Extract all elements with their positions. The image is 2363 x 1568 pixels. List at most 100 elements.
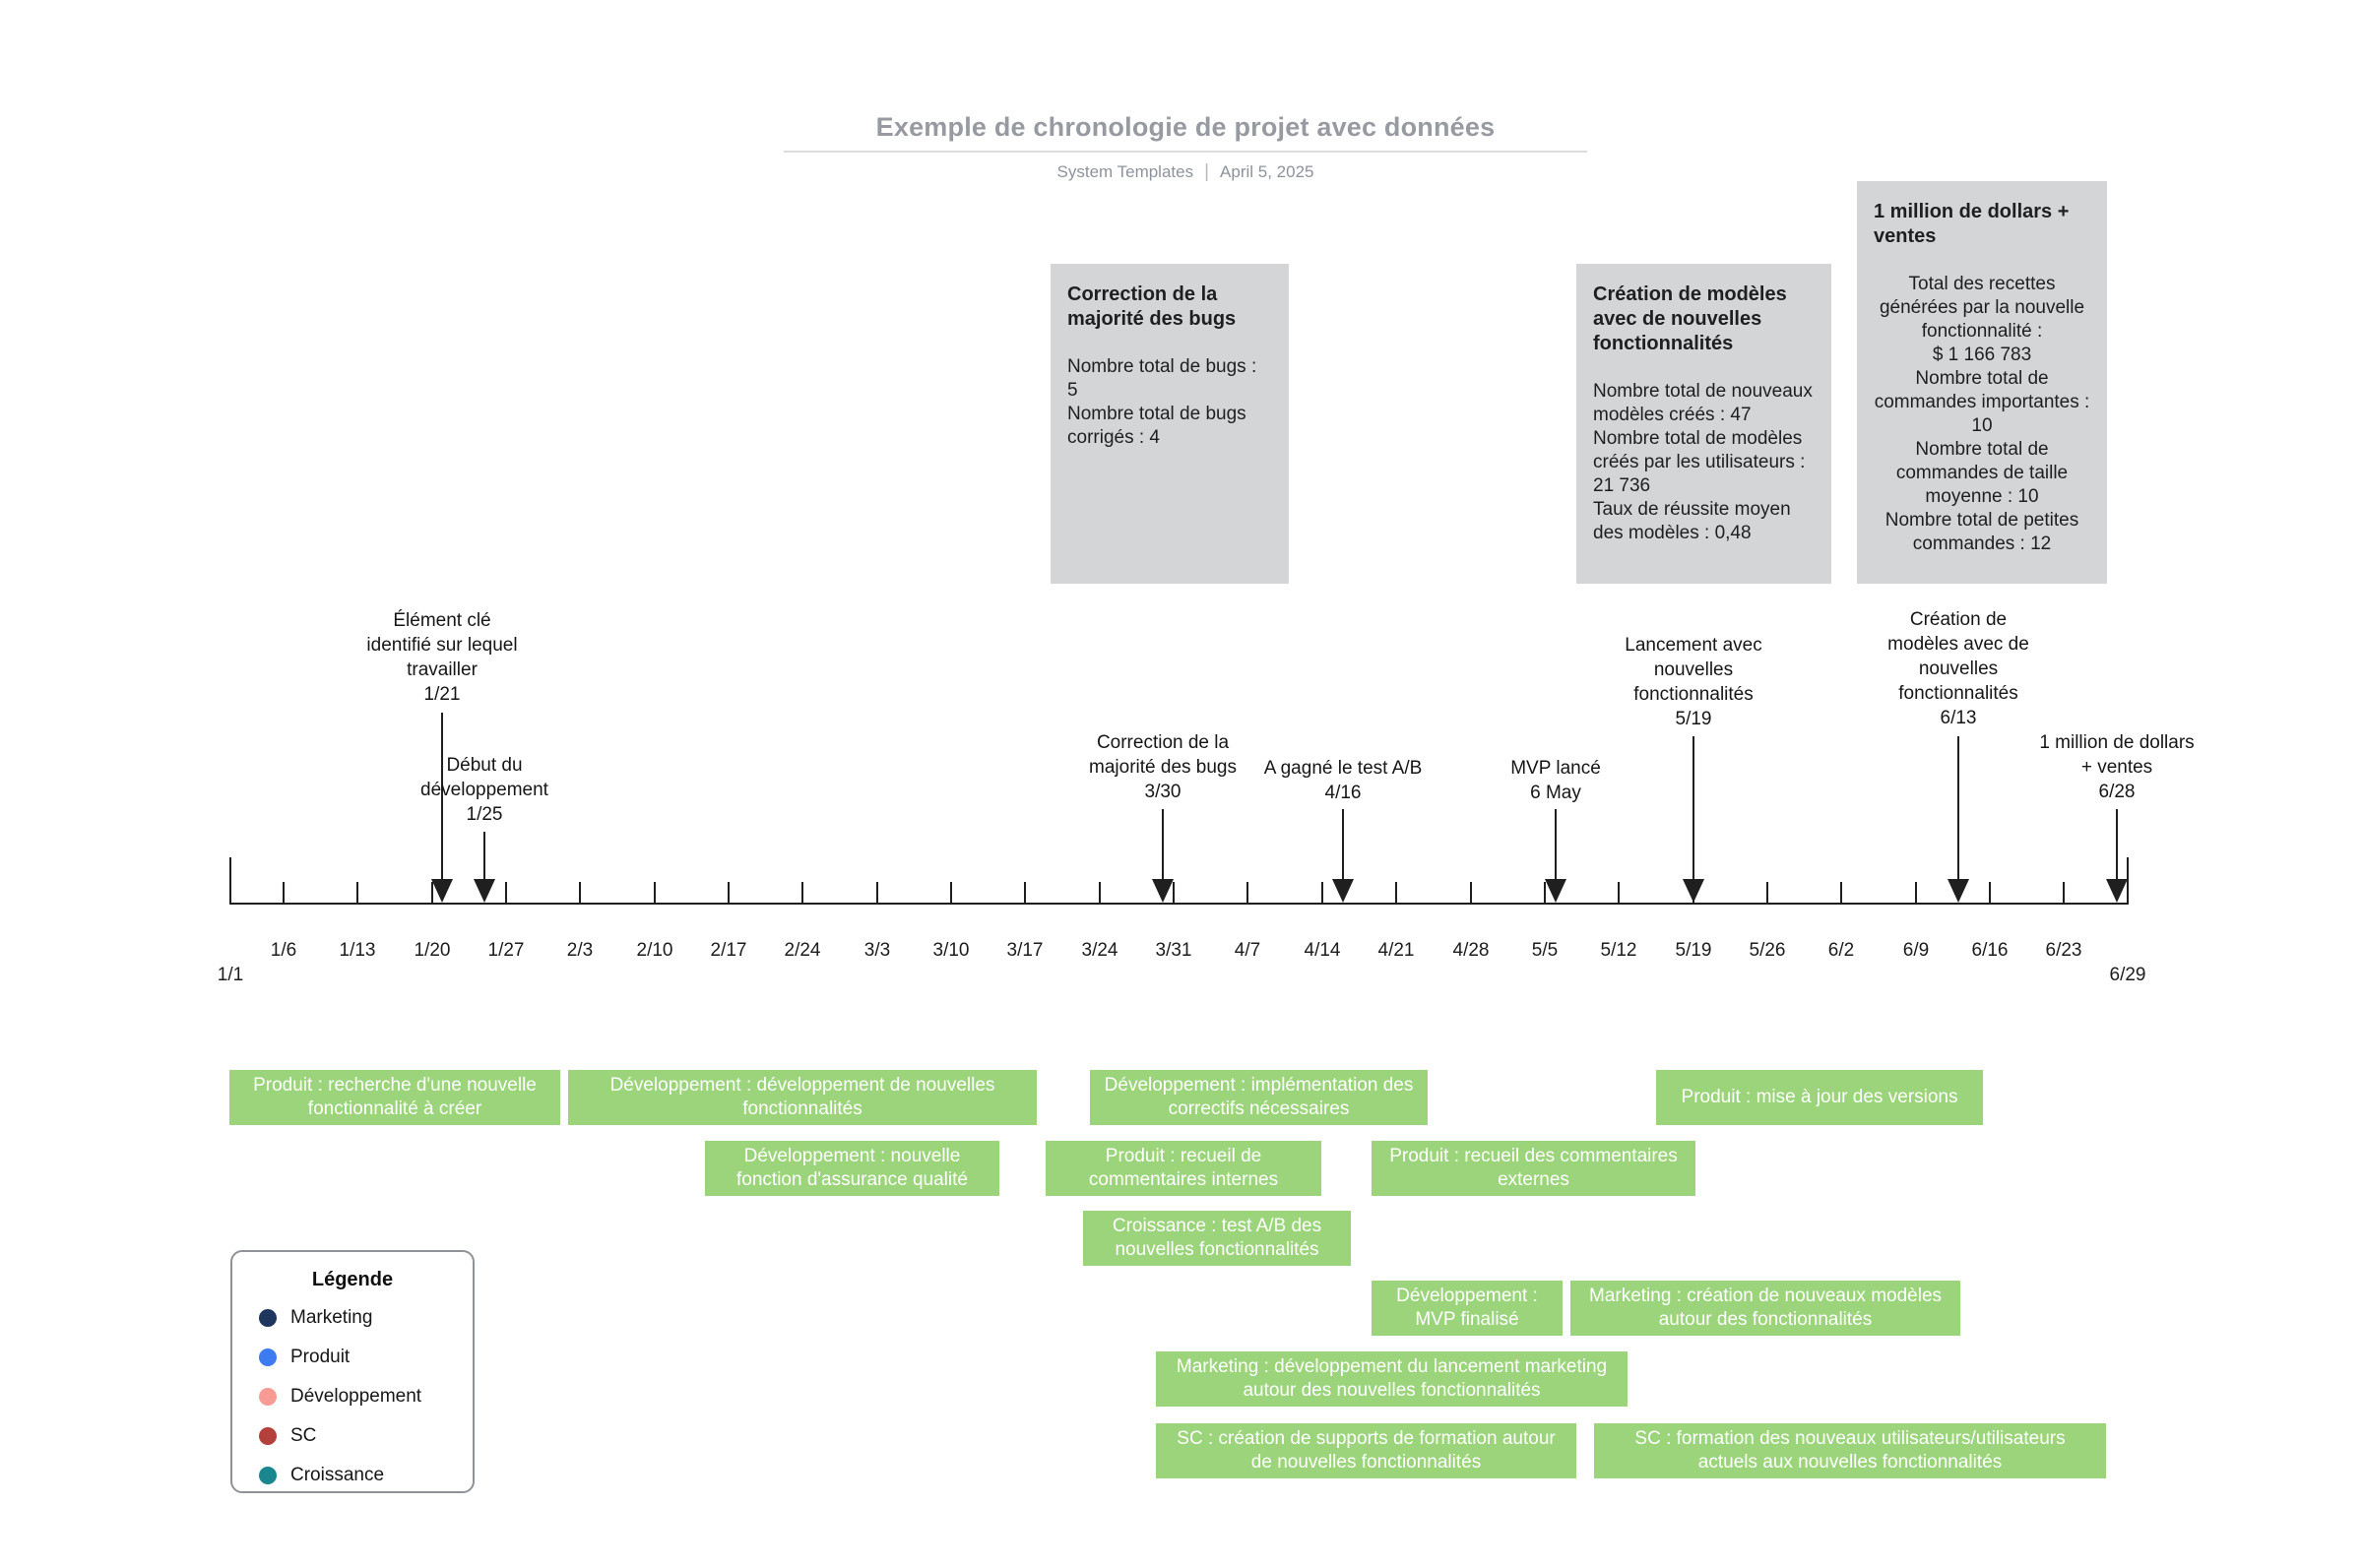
milestone-arrow-icon: [1948, 879, 1969, 903]
legend-item: Croissance: [259, 1465, 385, 1485]
task-bar: Produit : recueil de commentaires intern…: [1046, 1141, 1321, 1196]
task-bar: Produit : mise à jour des versions: [1656, 1070, 1983, 1125]
timeline-tick: [1024, 882, 1026, 904]
callout-stat: Nombre total de bugs corrigés : 4: [1067, 404, 1246, 448]
milestone-arrow-icon: [474, 879, 495, 903]
tick-label: 2/17: [710, 940, 747, 961]
timeline-tick: [950, 882, 952, 904]
callout-box: Création de modèles avec de nouvelles fo…: [1576, 264, 1831, 584]
callout-stat: Nombre total de commandes importantes : …: [1874, 368, 2090, 436]
tick-label: 1/20: [414, 940, 451, 961]
end-tick-label: 1/1: [217, 965, 244, 985]
timeline-tick: [654, 882, 656, 904]
title-underline: [784, 151, 1587, 153]
milestone-label: Lancement avec nouvelles fonctionnalités…: [1625, 635, 1762, 729]
callout-stat: Total des recettes générées par la nouve…: [1879, 274, 2085, 365]
timeline-tick: [579, 882, 581, 904]
task-bar: Développement : développement de nouvell…: [568, 1070, 1037, 1125]
milestone-arrow-icon: [1545, 879, 1566, 903]
task-bar: Produit : recherche d'une nouvelle fonct…: [229, 1070, 560, 1125]
legend-swatch-sc: [259, 1427, 277, 1445]
tick-label: 3/10: [932, 940, 970, 961]
tick-label: 2/10: [636, 940, 673, 961]
legend-swatch-croissance: [259, 1467, 277, 1484]
milestone-connector: [2116, 809, 2118, 885]
legend-item: Marketing: [259, 1307, 373, 1328]
milestone-arrow-icon: [2106, 879, 2128, 903]
timeline-end-tick: [229, 857, 231, 905]
tick-label: 5/12: [1600, 940, 1637, 961]
tick-label: 2/3: [566, 940, 594, 961]
callout-stat: Nombre total de petites commandes : 12: [1884, 510, 2079, 554]
milestone-arrow-icon: [1152, 879, 1174, 903]
legend-item-label: Produit: [290, 1347, 351, 1367]
task-bar: Marketing : création de nouveaux modèles…: [1570, 1281, 1960, 1336]
tick-label: 6/2: [1827, 940, 1855, 961]
legend-item-label: Croissance: [290, 1465, 385, 1485]
timeline-tick: [356, 882, 358, 904]
legend-item: Produit: [259, 1347, 351, 1367]
milestone-connector: [1692, 736, 1694, 885]
callout-stat: Nombre total de bugs : 5: [1067, 356, 1257, 401]
tick-label: 2/24: [784, 940, 821, 961]
milestone-connector: [483, 832, 485, 885]
legend-swatch-développement: [259, 1388, 277, 1406]
subtitle-divider: |: [1204, 161, 1210, 182]
timeline-tick: [1915, 882, 1917, 904]
timeline-tick: [1840, 882, 1842, 904]
legend-item: Développement: [259, 1386, 422, 1407]
date-label: April 5, 2025: [1220, 162, 1314, 181]
milestone-arrow-icon: [1683, 879, 1704, 903]
milestone-connector: [1162, 809, 1164, 885]
legend-swatch-produit: [259, 1348, 277, 1366]
byline: System Templates: [1056, 162, 1194, 181]
milestone-label: Création de modèles avec de nouvelles fo…: [1887, 609, 2029, 728]
milestone-connector: [1342, 809, 1344, 885]
callout-title: Création de modèles avec de nouvelles fo…: [1593, 283, 1787, 354]
tick-label: 1/27: [487, 940, 525, 961]
task-bar: SC : création de supports de formation a…: [1156, 1423, 1576, 1478]
milestone-label: A gagné le test A/B 4/16: [1263, 758, 1423, 803]
legend-swatch-marketing: [259, 1309, 277, 1327]
milestone-connector: [441, 713, 443, 885]
milestone-arrow-icon: [1332, 879, 1354, 903]
tick-label: 1/6: [270, 940, 297, 961]
timeline-tick: [1395, 882, 1397, 904]
timeline-tick: [283, 882, 285, 904]
milestone-label: 1 million de dollars + ventes 6/28: [2039, 732, 2195, 802]
task-bar: Développement : implémentation des corre…: [1090, 1070, 1428, 1125]
legend-item-label: Marketing: [290, 1307, 373, 1328]
milestone-connector: [1957, 736, 1959, 885]
milestone-label: MVP lancé 6 May: [1510, 758, 1601, 803]
tick-label: 6/16: [1971, 940, 2009, 961]
tick-label: 3/3: [863, 940, 891, 961]
timeline-tick: [2063, 882, 2065, 904]
tick-label: 6/9: [1902, 940, 1930, 961]
timeline-tick: [1246, 882, 1248, 904]
callout-stat: Nombre total de nouveaux modèles créés :…: [1593, 381, 1813, 425]
task-bar: Marketing : développement du lancement m…: [1156, 1351, 1628, 1407]
timeline-tick: [1766, 882, 1768, 904]
timeline-axis: [230, 903, 2128, 905]
tick-label: 5/19: [1675, 940, 1712, 961]
timeline-tick: [505, 882, 507, 904]
timeline-end-tick: [2127, 857, 2129, 905]
callout-stat: Nombre total de modèles créés par les ut…: [1593, 428, 1806, 496]
tick-label: 4/28: [1452, 940, 1490, 961]
legend-item-label: SC: [290, 1425, 317, 1446]
tick-label: 5/5: [1531, 940, 1559, 961]
task-bar: Développement : nouvelle fonction d'assu…: [705, 1141, 999, 1196]
milestone-connector: [1555, 809, 1557, 885]
callout-title: Correction de la majorité des bugs: [1067, 283, 1237, 330]
legend-item-label: Développement: [290, 1386, 422, 1407]
timeline-tick: [728, 882, 730, 904]
tick-label: 6/23: [2045, 940, 2082, 961]
milestone-label: Début du développement 1/25: [420, 755, 548, 825]
callout-stat: Nombre total de commandes de taille moye…: [1895, 439, 2069, 507]
timeline-tick: [876, 882, 878, 904]
timeline-tick: [1321, 882, 1323, 904]
tick-label: 4/21: [1377, 940, 1415, 961]
